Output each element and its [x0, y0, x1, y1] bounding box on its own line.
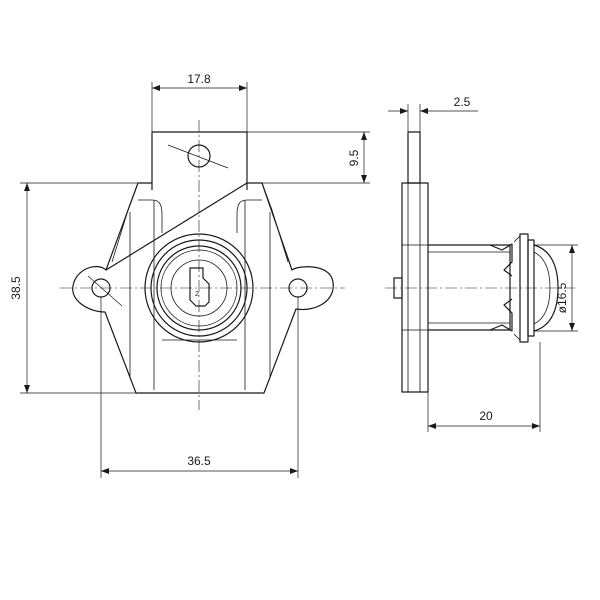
side-flange-inner: [407, 183, 421, 392]
dimension-dia-16-5: ø16.5: [534, 244, 578, 332]
dim-cylinder-length: 20: [479, 409, 493, 423]
side-view: [385, 131, 575, 393]
dim-tab-offset: 9.5: [347, 149, 361, 166]
cylinder-body-inner: [428, 251, 510, 324]
cylinder-clip-top: [489, 243, 513, 277]
hole-leader: [87, 275, 123, 307]
dimension-9-5: 9.5: [247, 131, 370, 184]
tab-hole-leader: [167, 144, 229, 169]
side-flange-steps: [402, 244, 428, 331]
cylinder-cap: [533, 244, 559, 332]
housing-side-left: [111, 182, 139, 378]
top-tab: [151, 131, 248, 190]
dim-hole-spacing: 36.5: [187, 454, 211, 468]
dimension-2-5: 2.5: [388, 95, 478, 132]
front-view: 2: [60, 120, 345, 410]
dimension-36-5: 36.5: [100, 297, 299, 478]
housing-side-right: [261, 182, 289, 378]
dim-cylinder-diameter: ø16.5: [555, 282, 569, 313]
cylinder-body: [428, 244, 511, 331]
dim-plate-thickness: 2.5: [454, 95, 471, 109]
dim-top-width: 17.8: [187, 72, 211, 86]
dimension-20: 20: [427, 342, 541, 432]
dim-overall-height: 38.5: [9, 276, 23, 300]
dimension-38-5: 38.5: [9, 182, 138, 394]
housing-outline: [138, 199, 262, 390]
cylinder-clip-bottom: [489, 298, 513, 332]
keyway: [189, 267, 210, 307]
dimension-17-8: 17.8: [151, 72, 248, 132]
side-tab: [407, 131, 421, 184]
key-mark: 2: [195, 291, 199, 298]
side-flange: [401, 182, 429, 393]
